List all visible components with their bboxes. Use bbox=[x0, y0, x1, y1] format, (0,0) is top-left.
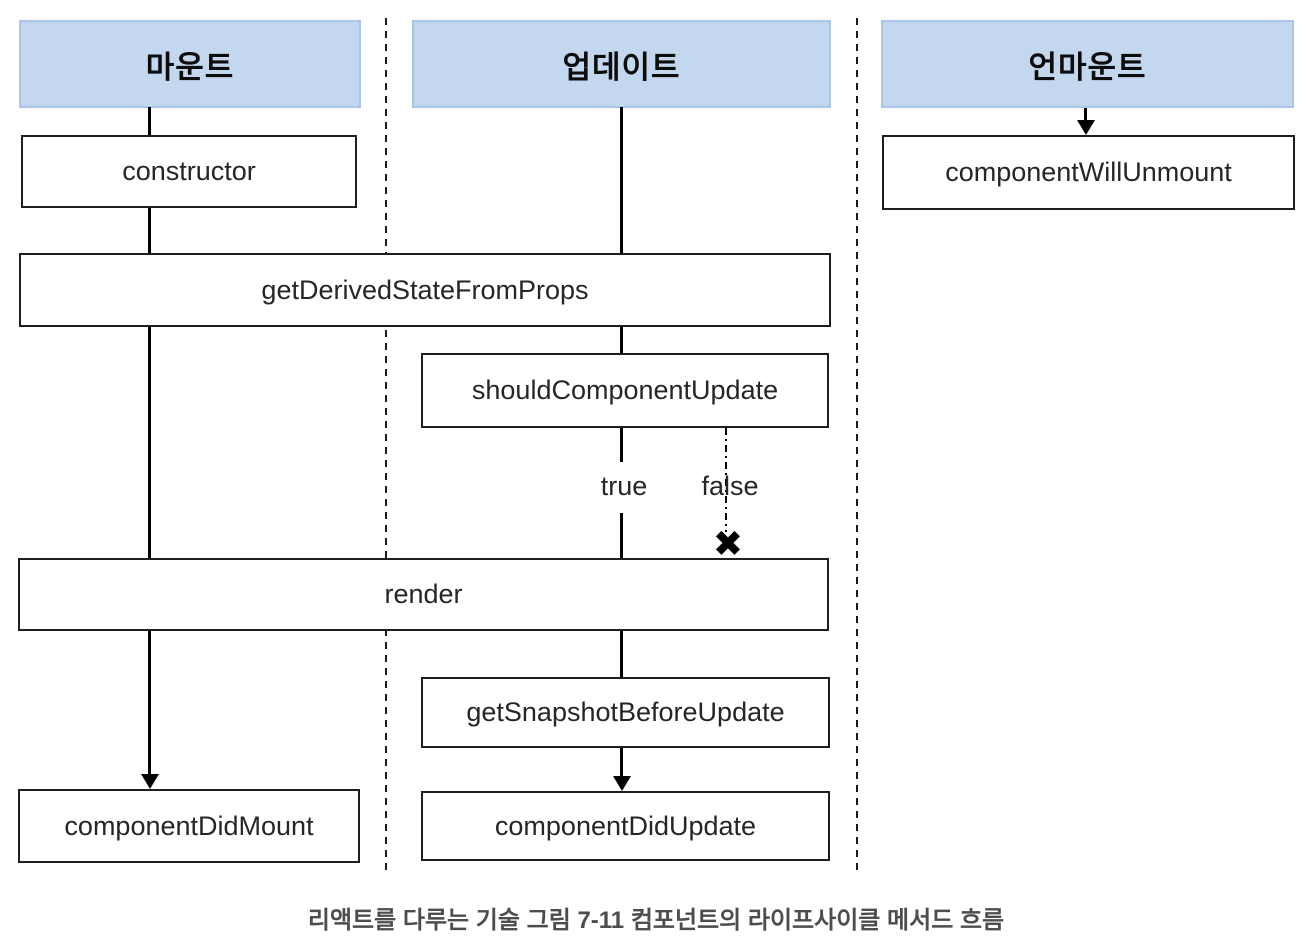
flow-line-gdsfp-to-scu bbox=[620, 327, 623, 353]
flow-line-unmount-header-to-cwu bbox=[1084, 108, 1087, 122]
lane-divider-update-unmount bbox=[856, 18, 858, 872]
flow-line-true-label-to-render bbox=[620, 513, 623, 558]
flow-line-gdsfp-to-render-mount bbox=[148, 327, 151, 558]
column-header-mount: 마운트 bbox=[19, 20, 361, 108]
blocked-x-icon: ✖ bbox=[712, 523, 744, 564]
node-shouldComponentUpdate: shouldComponentUpdate bbox=[421, 353, 829, 428]
column-header-update: 업데이트 bbox=[412, 20, 831, 108]
flow-line-mount-header-to-constructor bbox=[148, 107, 151, 135]
flow-line-update-header-to-gdsfp bbox=[620, 107, 623, 253]
node-componentDidUpdate: componentDidUpdate bbox=[421, 791, 830, 861]
arrowhead-into-componentDidMount bbox=[141, 774, 159, 789]
node-getSnapshotBeforeUpdate: getSnapshotBeforeUpdate bbox=[421, 677, 830, 748]
node-getDerivedStateFromProps: getDerivedStateFromProps bbox=[19, 253, 831, 327]
node-componentWillUnmount: componentWillUnmount bbox=[882, 135, 1295, 210]
flow-line-render-to-gsbu bbox=[620, 631, 623, 677]
label-true: true bbox=[600, 471, 648, 501]
node-render: render bbox=[18, 558, 829, 631]
flow-line-false-branch bbox=[725, 428, 727, 532]
node-componentDidMount: componentDidMount bbox=[18, 789, 360, 863]
lane-divider-mount-update bbox=[385, 18, 387, 872]
arrowhead-into-componentDidUpdate bbox=[613, 776, 631, 791]
flow-line-constructor-to-gdsfp bbox=[148, 208, 151, 253]
flow-line-render-to-cdm bbox=[148, 631, 151, 776]
flow-line-gsbu-to-cdu bbox=[620, 748, 623, 777]
figure-caption: 리액트를 다루는 기술 그림 7-11 컴포넌트의 라이프사이클 메서드 흐름 bbox=[307, 907, 1005, 934]
flow-line-scu-to-true-label bbox=[620, 428, 623, 462]
arrowhead-into-componentWillUnmount bbox=[1077, 120, 1095, 135]
column-header-unmount: 언마운트 bbox=[881, 20, 1294, 108]
node-constructor: constructor bbox=[21, 135, 357, 208]
label-false: false bbox=[701, 471, 759, 501]
